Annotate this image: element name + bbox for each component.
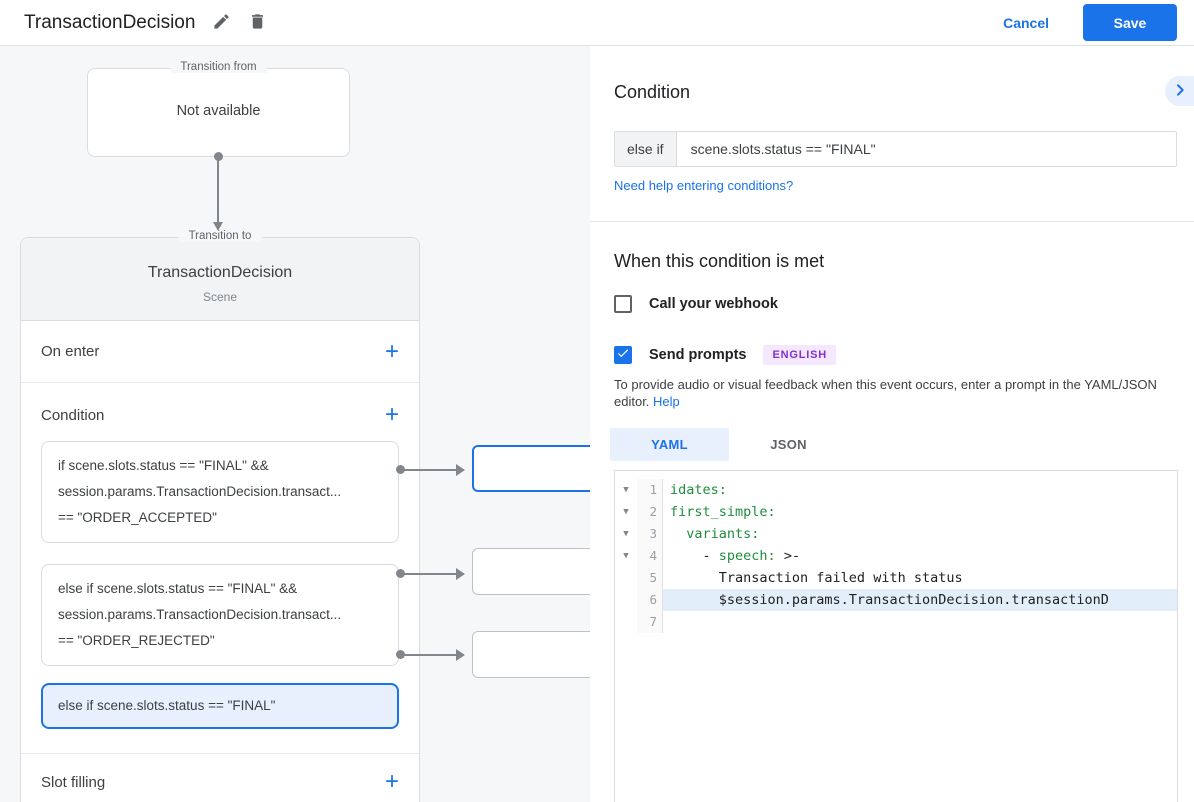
line-number: 6 — [637, 589, 663, 611]
line-number: 2 — [637, 501, 663, 523]
condition-text: == "ORDER_ACCEPTED" — [58, 510, 217, 525]
code-line[interactable]: ▼ 1 idates: — [615, 479, 1177, 501]
prompt-description-text: To provide audio or visual feedback when… — [614, 377, 1157, 409]
save-button[interactable]: Save — [1083, 4, 1177, 41]
fold-toggle-icon — [615, 611, 637, 633]
send-prompts-row: Send prompts ENGLISH — [614, 345, 836, 365]
line-number: 5 — [637, 567, 663, 589]
panel-divider — [590, 221, 1194, 222]
editor-tabs: YAML JSON — [610, 428, 848, 461]
transition-to-legend: Transition to — [178, 230, 262, 242]
slot-filling-section: Slot filling + Slot validation — [21, 754, 419, 802]
line-number: 1 — [637, 479, 663, 501]
transition-target-box-2[interactable] — [472, 548, 602, 595]
condition-card-final-selected[interactable]: else if scene.slots.status == "FINAL" — [41, 683, 399, 729]
add-on-enter-button[interactable]: + — [384, 337, 399, 365]
condition-card-rejected[interactable]: else if scene.slots.status == "FINAL" &&… — [41, 564, 399, 666]
send-prompts-checkbox[interactable] — [614, 346, 632, 364]
condition-text: session.params.TransactionDecision.trans… — [58, 607, 342, 622]
code-line[interactable]: ▼ 2 first_simple: — [615, 501, 1177, 523]
yaml-code-editor[interactable]: ▼ 1 idates: ▼ 2 first_simple: ▼ 3 varian… — [614, 470, 1178, 802]
transition-from-value: Not available — [176, 103, 261, 119]
line-number: 4 — [637, 545, 663, 567]
condition-section-label: Condition — [41, 406, 105, 424]
connector-dot — [214, 152, 223, 161]
tab-yaml[interactable]: YAML — [610, 428, 729, 461]
condition-text: session.params.TransactionDecision.trans… — [58, 484, 342, 499]
conditions-help-link[interactable]: Need help entering conditions? — [614, 178, 794, 193]
cancel-button[interactable]: Cancel — [987, 7, 1065, 39]
code-line[interactable]: 5 Transaction failed with status — [615, 567, 1177, 589]
send-prompts-label: Send prompts — [649, 347, 747, 363]
condition-text: else if scene.slots.status == "FINAL" && — [58, 581, 298, 596]
code-line[interactable]: 7 — [615, 611, 1177, 633]
main-content: Transition from Not available Transition… — [0, 46, 1194, 802]
code-line[interactable]: ▼ 4 - speech: >- — [615, 545, 1177, 567]
edit-title-button[interactable] — [203, 5, 239, 41]
scene-diagram: Transition from Not available Transition… — [0, 46, 602, 802]
fold-toggle-icon[interactable]: ▼ — [623, 507, 629, 517]
scene-name: TransactionDecision — [147, 264, 293, 281]
transition-from-legend: Transition from — [170, 61, 267, 73]
add-slot-button[interactable]: + — [384, 768, 399, 795]
line-number: 3 — [637, 523, 663, 545]
transition-to-box: Transition to TransactionDecision Scene … — [20, 230, 420, 802]
code-line-highlighted[interactable]: 6 $session.params.TransactionDecision.tr… — [615, 589, 1177, 611]
on-enter-label: On enter — [41, 343, 100, 360]
condition-text: else if scene.slots.status == "FINAL" — [58, 698, 276, 713]
fold-toggle-icon[interactable]: ▼ — [623, 551, 629, 561]
slot-filling-label: Slot filling — [41, 773, 106, 791]
fold-toggle-icon[interactable]: ▼ — [623, 485, 629, 495]
condition-section: Condition + if scene.slots.status == "FI… — [21, 383, 419, 754]
condition-expression-field[interactable]: else if scene.slots.status == "FINAL" — [614, 131, 1177, 167]
condition-card-accepted[interactable]: if scene.slots.status == "FINAL" && sess… — [41, 441, 399, 543]
top-bar: TransactionDecision Cancel Save — [0, 0, 1194, 46]
checkmark-icon — [616, 346, 630, 365]
transition-target-box-3[interactable] — [472, 631, 602, 678]
transition-target-box-1[interactable] — [472, 445, 602, 492]
connector-arrowhead — [213, 222, 223, 231]
pencil-icon — [212, 12, 231, 34]
prompt-help-link[interactable]: Help — [653, 394, 680, 409]
scene-header[interactable]: TransactionDecision Scene — [21, 238, 419, 321]
trash-icon — [248, 12, 267, 34]
condition-expression-value[interactable]: scene.slots.status == "FINAL" — [690, 141, 876, 157]
collapse-panel-button[interactable] — [1165, 76, 1194, 106]
tab-json[interactable]: JSON — [770, 437, 807, 452]
panel-title: Condition — [614, 82, 691, 102]
line-number: 7 — [637, 611, 663, 633]
add-condition-button[interactable]: + — [384, 401, 399, 428]
call-webhook-row: Call your webhook — [614, 295, 778, 313]
language-badge: ENGLISH — [763, 345, 836, 365]
on-enter-section: On enter + — [21, 321, 419, 383]
prompt-description: To provide audio or visual feedback when… — [614, 376, 1177, 410]
when-condition-met-title: When this condition is met — [614, 251, 825, 271]
condition-prefix-label: else if — [615, 132, 677, 166]
chevron-right-icon — [1172, 82, 1188, 101]
fold-toggle-icon — [615, 567, 637, 589]
fold-toggle-icon[interactable]: ▼ — [623, 529, 629, 539]
condition-text: == "ORDER_REJECTED" — [58, 633, 215, 648]
delete-scene-button[interactable] — [239, 5, 275, 41]
transition-from-box: Transition from Not available — [87, 61, 350, 157]
condition-editor-panel: Condition else if scene.slots.status == … — [590, 46, 1194, 802]
call-webhook-label: Call your webhook — [649, 296, 778, 312]
call-webhook-checkbox[interactable] — [614, 295, 632, 313]
page-title: TransactionDecision — [24, 11, 196, 33]
condition-text: if scene.slots.status == "FINAL" && — [58, 458, 269, 473]
scene-type-label: Scene — [202, 290, 238, 304]
code-line[interactable]: ▼ 3 variants: — [615, 523, 1177, 545]
fold-toggle-icon — [615, 589, 637, 611]
connector-line — [217, 160, 219, 222]
